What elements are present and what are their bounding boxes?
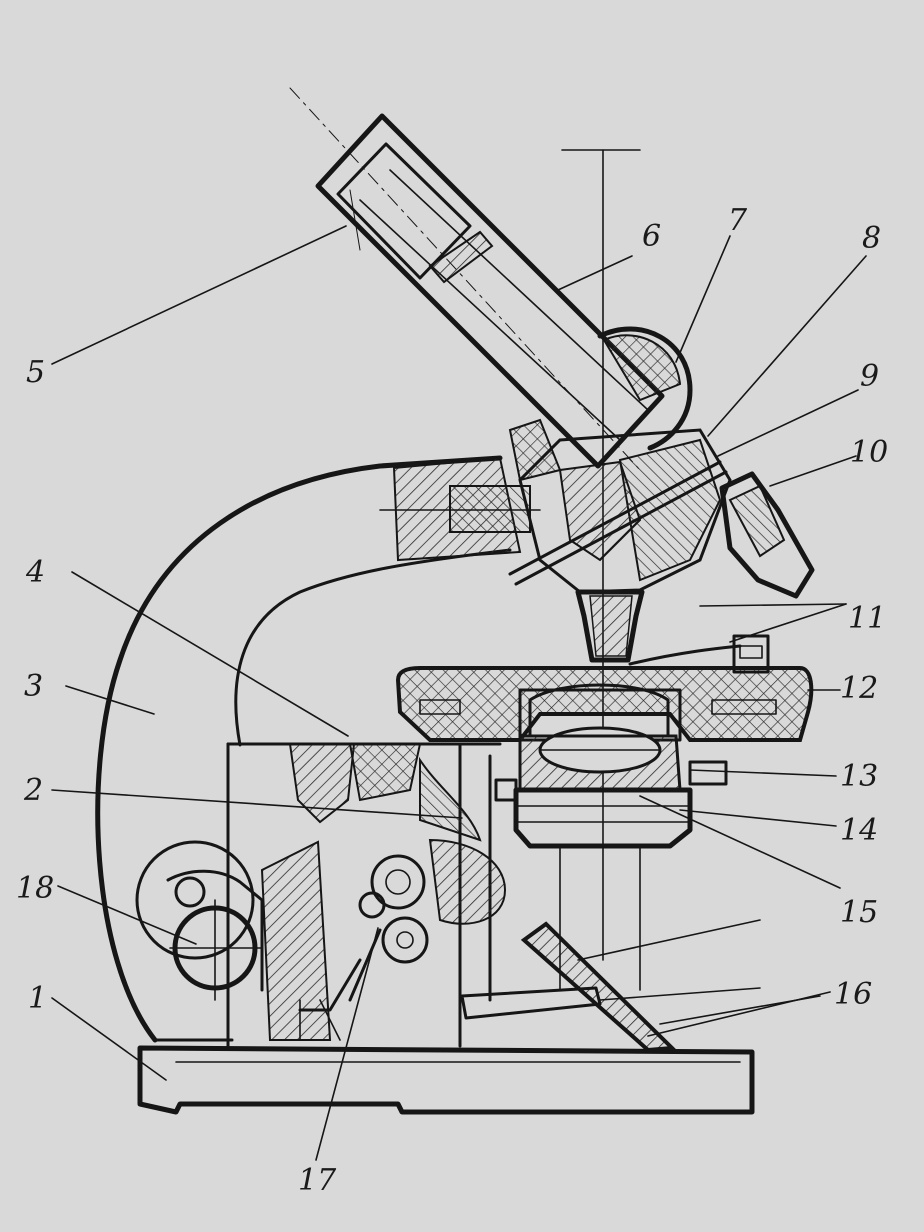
callout-4: 4 [25, 555, 45, 590]
callout-10: 10 [850, 435, 888, 470]
condenser [494, 683, 728, 849]
callout-11: 11 [848, 601, 886, 636]
nosepiece-knob [719, 471, 815, 599]
callout-6: 6 [642, 219, 661, 254]
eyepiece-tube [315, 113, 665, 469]
callout-labels: 5 6 7 8 9 10 11 12 13 14 15 16 4 3 2 18 … [16, 203, 888, 1198]
callout-18: 18 [16, 871, 54, 906]
focus-gears [298, 854, 429, 1012]
arm [95, 455, 512, 1043]
callout-9: 9 [860, 359, 879, 394]
callout-8: 8 [862, 221, 881, 256]
objective [575, 589, 645, 663]
base [137, 1045, 755, 1115]
callout-15: 15 [840, 895, 878, 930]
callout-3: 3 [24, 669, 43, 704]
pillar [226, 742, 507, 1048]
arm-head [379, 456, 541, 562]
callout-13: 13 [840, 759, 878, 794]
leader-lines [51, 225, 867, 1161]
callout-2: 2 [23, 773, 43, 808]
callout-17: 17 [298, 1163, 337, 1198]
callout-16: 16 [834, 977, 872, 1012]
prism-head [508, 326, 732, 594]
callout-1: 1 [28, 981, 47, 1016]
callout-12: 12 [840, 671, 878, 706]
stage-plate [395, 634, 814, 742]
callout-5: 5 [26, 355, 45, 390]
coarse-focus-knob [135, 840, 264, 1001]
mirror [460, 845, 761, 1053]
callout-7: 7 [728, 203, 748, 238]
callout-14: 14 [840, 813, 878, 848]
